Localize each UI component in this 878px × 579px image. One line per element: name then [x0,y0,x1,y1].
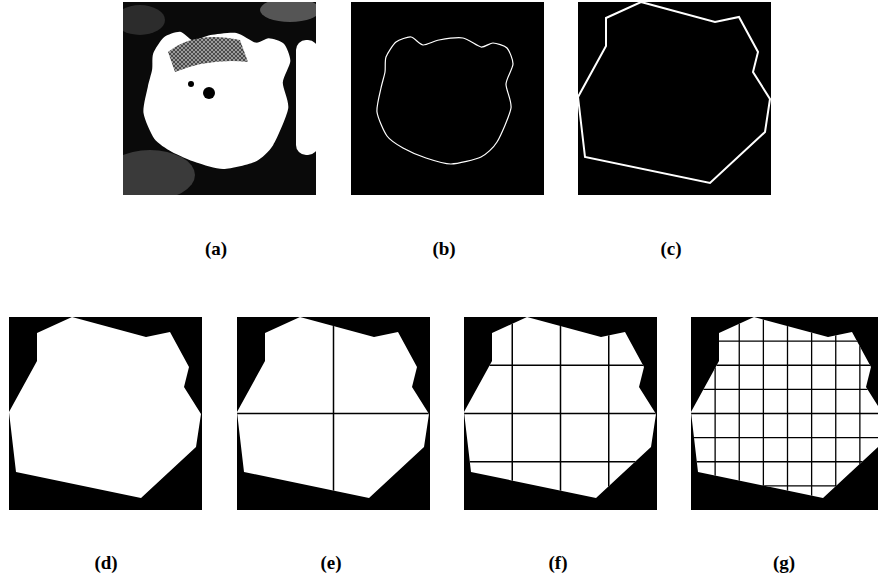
polygon-panel [578,2,771,195]
grid-line [464,461,657,463]
panel-label: (c) [660,239,681,258]
panel-label: (a) [205,239,227,258]
neighbour-object [296,40,316,155]
contour-line [377,37,513,164]
panel-label: (g) [773,553,795,572]
mask-panel [464,317,657,510]
grid-line [691,485,878,486]
grid-line [237,413,430,415]
bear-hat [168,37,248,72]
grid-line [859,317,860,510]
grid-line [691,413,878,414]
panel-label: (b) [432,239,455,258]
grid-line [608,317,610,510]
polygon-outline [578,2,770,183]
grid-line [691,461,878,462]
photo-panel [123,2,316,195]
mask-panel [9,317,202,510]
mask-panel [691,317,878,510]
grid-line [691,365,878,366]
grid-lines [464,317,657,510]
panel-label: (f) [549,553,568,572]
mask-polygon [9,317,201,498]
photo-noise [123,5,165,35]
mask-panel [237,317,430,510]
bear-body [143,32,290,169]
photo-noise [260,2,316,22]
grid-lines [691,317,878,510]
panel-label: (d) [94,553,117,572]
mask-polygon [691,317,878,498]
grid-lines [237,317,430,510]
grid-line [811,317,812,510]
contour-panel [351,2,544,195]
grid-line [464,413,657,415]
grid-line [691,340,878,341]
bear-nose [203,87,215,99]
grid-line [835,317,836,510]
bear-eye [188,81,194,87]
panel-label: (e) [320,553,341,572]
grid-line [691,437,878,438]
grid-line [691,389,878,390]
